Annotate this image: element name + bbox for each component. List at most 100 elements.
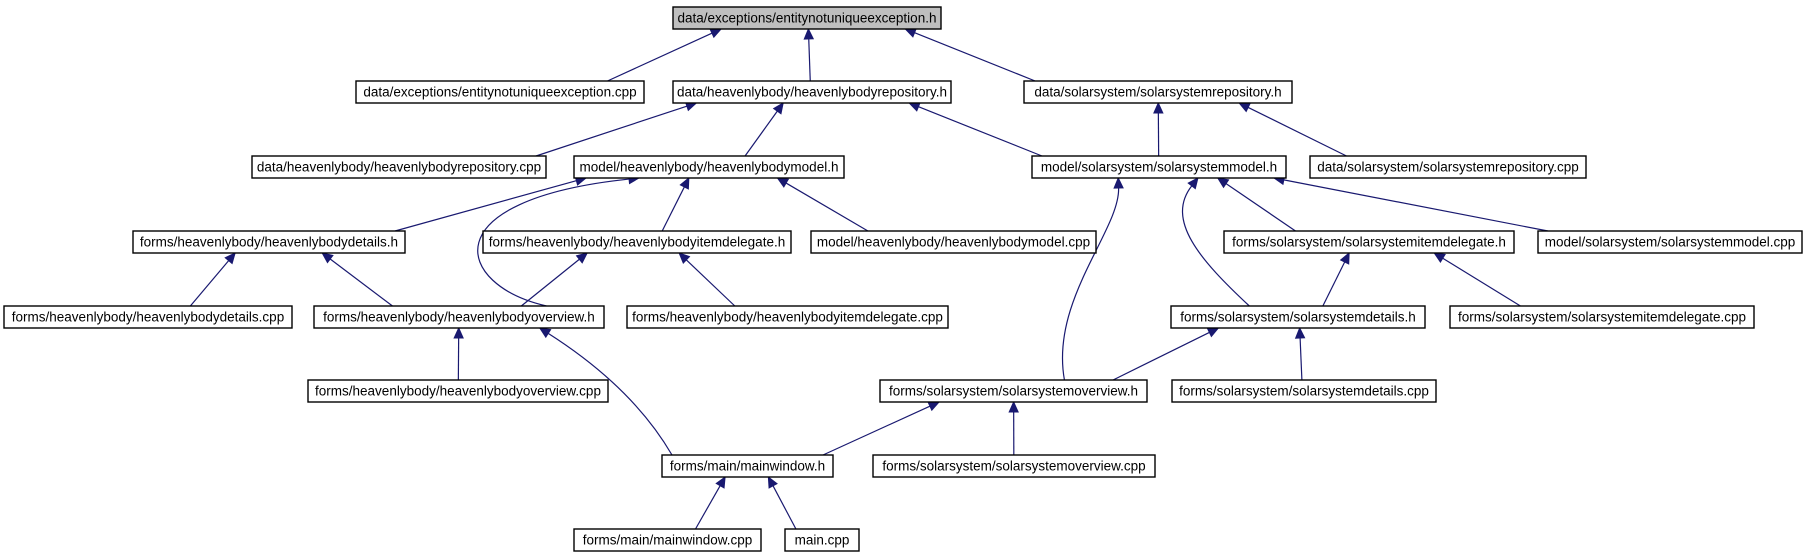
- edge-n23-n21: [694, 475, 726, 530]
- node-box[interactable]: [879, 379, 1148, 403]
- arrowhead-icon: [1153, 101, 1164, 114]
- node-box[interactable]: [573, 528, 762, 552]
- arrowhead-icon: [1113, 176, 1124, 189]
- node-box[interactable]: [1537, 230, 1803, 254]
- edge-n4-n2: [535, 101, 698, 157]
- graph-node-n23[interactable]: forms/main/mainwindow.cpp: [573, 528, 762, 552]
- node-box[interactable]: [626, 305, 949, 329]
- edge-n6-n2: [908, 101, 1043, 157]
- graph-node-n4[interactable]: data/heavenlybody/heavenlybodyrepository…: [251, 155, 547, 179]
- graph-node-n12[interactable]: model/solarsystem/solarsystemmodel.cpp: [1537, 230, 1803, 254]
- edge-line: [477, 178, 630, 307]
- graph-node-n10[interactable]: model/heavenlybody/heavenlybodymodel.cpp: [810, 230, 1097, 254]
- edge-line: [1299, 337, 1303, 381]
- graph-node-n9[interactable]: forms/heavenlybody/heavenlybodyitemdeleg…: [482, 230, 792, 254]
- node-label: forms/heavenlybody/heavenlybodydetails.c…: [12, 310, 284, 325]
- node-box[interactable]: [1023, 80, 1293, 104]
- edge-line: [808, 38, 811, 82]
- arrowhead-icon: [538, 327, 552, 339]
- edge-n14-n8: [321, 252, 393, 307]
- arrowhead-icon: [776, 177, 790, 188]
- node-box[interactable]: [251, 155, 547, 179]
- graph-node-n11[interactable]: forms/solarsystem/solarsystemitemdelegat…: [1223, 230, 1515, 254]
- graph-node-n18[interactable]: forms/heavenlybody/heavenlybodyoverview.…: [307, 379, 609, 403]
- node-label: model/heavenlybody/heavenlybodymodel.cpp: [817, 235, 1090, 250]
- edge-line: [1062, 187, 1120, 381]
- edge-line: [329, 258, 393, 307]
- edge-n14-n9: [520, 252, 589, 307]
- edge-line: [189, 260, 230, 307]
- arrowhead-icon: [767, 475, 778, 489]
- graph-node-n1[interactable]: data/exceptions/entitynotuniqueexception…: [355, 80, 645, 104]
- node-box[interactable]: [784, 528, 860, 552]
- graph-node-n6[interactable]: model/solarsystem/solarsystemmodel.h: [1031, 155, 1287, 179]
- arrowhead-icon: [678, 252, 691, 265]
- root-node-box[interactable]: [672, 6, 942, 30]
- edge-line: [1225, 183, 1296, 232]
- node-label: data/heavenlybody/heavenlybodyrepository…: [677, 85, 947, 100]
- edge-line: [547, 332, 673, 456]
- graph-node-n8[interactable]: forms/heavenlybody/heavenlybodydetails.h: [132, 230, 406, 254]
- edge-line: [520, 258, 580, 307]
- node-box[interactable]: [661, 454, 834, 478]
- node-label: data/exceptions/entitynotuniqueexception…: [678, 11, 937, 26]
- node-label: forms/solarsystem/solarsystemdetails.cpp: [1179, 384, 1429, 399]
- edge-line: [822, 405, 931, 456]
- graph-node-n13[interactable]: forms/heavenlybody/heavenlybodydetails.c…: [3, 305, 293, 329]
- edge-n20-n16: [1294, 326, 1306, 381]
- edge-n17-n11: [1433, 252, 1521, 307]
- node-box[interactable]: [1449, 305, 1755, 329]
- node-label: data/solarsystem/solarsystemrepository.h: [1034, 85, 1281, 100]
- edge-n12-n6: [1272, 174, 1549, 232]
- edge-n1-n0: [607, 28, 723, 82]
- arrowhead-icon: [772, 102, 784, 115]
- graph-node-n17[interactable]: forms/solarsystem/solarsystemitemdelegat…: [1449, 305, 1755, 329]
- edge-n13-n8: [189, 252, 236, 307]
- graph-node-n2[interactable]: data/heavenlybody/heavenlybodyrepository…: [672, 80, 952, 104]
- edge-line: [535, 105, 688, 157]
- graph-node-n21[interactable]: forms/main/mainwindow.h: [661, 454, 834, 478]
- node-box[interactable]: [1170, 305, 1426, 329]
- node-box[interactable]: [872, 454, 1156, 478]
- node-box[interactable]: [307, 379, 609, 403]
- arrowhead-icon: [1339, 251, 1350, 265]
- node-box[interactable]: [1171, 379, 1437, 403]
- node-box[interactable]: [672, 80, 952, 104]
- edge-n3-n0: [904, 28, 1036, 82]
- edge-line: [744, 110, 778, 157]
- node-box[interactable]: [132, 230, 406, 254]
- node-box[interactable]: [313, 305, 605, 329]
- edge-n16-n6: [1181, 177, 1250, 307]
- node-box[interactable]: [810, 230, 1097, 254]
- node-label: forms/solarsystem/solarsystemitemdelegat…: [1458, 310, 1746, 325]
- node-box[interactable]: [3, 305, 293, 329]
- edge-n10-n5: [776, 177, 869, 232]
- edge-n9-n5: [661, 176, 690, 232]
- arrowhead-icon: [927, 401, 941, 412]
- graph-node-n15[interactable]: forms/heavenlybody/heavenlybodyitemdeleg…: [626, 305, 949, 329]
- arrowhead-icon: [1433, 252, 1446, 263]
- node-box[interactable]: [573, 155, 845, 179]
- node-box[interactable]: [355, 80, 645, 104]
- node-box[interactable]: [482, 230, 792, 254]
- node-box[interactable]: [1223, 230, 1515, 254]
- graph-node-n14[interactable]: forms/heavenlybody/heavenlybodyoverview.…: [313, 305, 605, 329]
- graph-node-n5[interactable]: model/heavenlybody/heavenlybodymodel.h: [573, 155, 845, 179]
- node-label: model/heavenlybody/heavenlybodymodel.h: [580, 160, 839, 175]
- graph-node-n3[interactable]: data/solarsystem/solarsystemrepository.h: [1023, 80, 1293, 104]
- node-box[interactable]: [1309, 155, 1587, 179]
- graph-node-n19[interactable]: forms/solarsystem/solarsystemoverview.h: [879, 379, 1148, 403]
- edge-n21-n14: [538, 327, 673, 456]
- node-label: forms/main/mainwindow.cpp: [583, 533, 753, 548]
- graph-node-n20[interactable]: forms/solarsystem/solarsystemdetails.cpp: [1171, 379, 1437, 403]
- arrowhead-icon: [908, 101, 921, 112]
- edge-line: [607, 32, 713, 82]
- graph-node-n7[interactable]: data/solarsystem/solarsystemrepository.c…: [1309, 155, 1587, 179]
- graph-node-n24[interactable]: main.cpp: [784, 528, 860, 552]
- graph-node-n16[interactable]: forms/solarsystem/solarsystemdetails.h: [1170, 305, 1426, 329]
- graph-node-n22[interactable]: forms/solarsystem/solarsystemoverview.cp…: [872, 454, 1156, 478]
- graph-node-n0[interactable]: data/exceptions/entitynotuniqueexception…: [672, 6, 942, 30]
- node-box[interactable]: [1031, 155, 1287, 179]
- node-label: forms/solarsystem/solarsystemoverview.h: [889, 384, 1138, 399]
